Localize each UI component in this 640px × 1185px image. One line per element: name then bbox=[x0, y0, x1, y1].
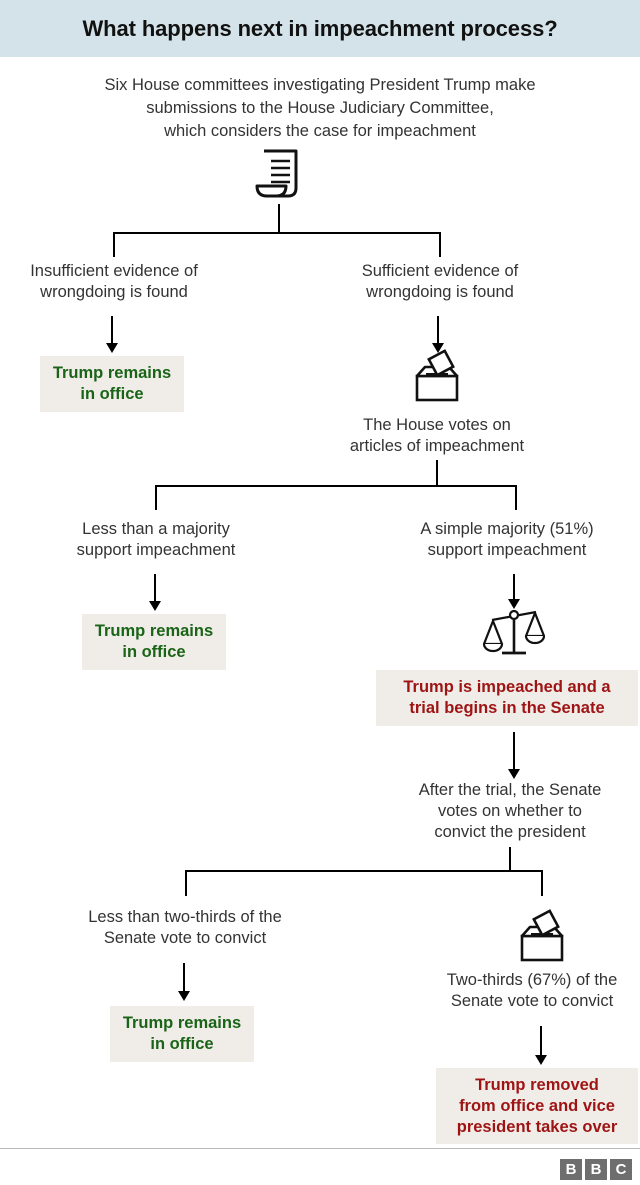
arrow-to-ballot-house bbox=[432, 316, 444, 353]
node-less-than-majority: Less than a majority support impeachment bbox=[76, 520, 236, 559]
connector-drop-1-right bbox=[439, 232, 441, 257]
connector-stem-1 bbox=[278, 204, 280, 233]
bbc-logo-letter-1: B bbox=[560, 1159, 582, 1180]
node-sufficient-evidence: Sufficient evidence of wrongdoing is fou… bbox=[361, 262, 519, 301]
node-simple-majority: A simple majority (51%) support impeachm… bbox=[420, 520, 594, 559]
page-title: What happens next in impeachment process… bbox=[82, 15, 558, 41]
scales-of-justice-icon bbox=[482, 604, 546, 662]
node-two-thirds: Two-thirds (67%) of the Senate vote to c… bbox=[446, 971, 618, 1010]
node-after-trial: After the trial, the Senate votes on whe… bbox=[418, 781, 602, 841]
connector-stem-3 bbox=[509, 847, 511, 872]
connector-drop-2-left bbox=[155, 485, 157, 510]
connector-bar-2 bbox=[155, 485, 517, 487]
outcome-trump-remains-2: Trump remains in office bbox=[82, 614, 226, 670]
arrow-to-removed bbox=[535, 1026, 547, 1065]
bbc-logo-letter-3: C bbox=[610, 1159, 632, 1180]
node-insufficient-evidence: Insufficient evidence of wrongdoing is f… bbox=[30, 262, 198, 301]
arrow-to-remains-3 bbox=[178, 963, 190, 1001]
outcome-trump-removed: Trump removed from office and vice presi… bbox=[436, 1068, 638, 1144]
header-bar bbox=[0, 0, 640, 57]
ballot-box-icon bbox=[406, 348, 468, 404]
connector-drop-3-right bbox=[541, 870, 543, 896]
arrow-to-after-trial bbox=[508, 732, 520, 779]
connector-bar-1 bbox=[113, 232, 441, 234]
arrow-to-remains-1 bbox=[106, 316, 118, 353]
node-less-than-two-thirds: Less than two-thirds of the Senate vote … bbox=[88, 908, 282, 947]
document-scroll-icon bbox=[252, 148, 308, 202]
connector-drop-1-left bbox=[113, 232, 115, 257]
outcome-trump-remains-1: Trump remains in office bbox=[40, 356, 184, 412]
footer-divider bbox=[0, 1148, 640, 1149]
outcome-trump-remains-3: Trump remains in office bbox=[110, 1006, 254, 1062]
arrow-to-remains-2 bbox=[149, 574, 161, 611]
outcome-trump-impeached: Trump is impeached and a trial begins in… bbox=[376, 670, 638, 726]
bbc-logo: B B C bbox=[560, 1159, 632, 1180]
connector-drop-2-right bbox=[515, 485, 517, 510]
node-house-votes: The House votes on articles of impeachme… bbox=[349, 416, 525, 455]
connector-drop-3-left bbox=[185, 870, 187, 896]
connector-stem-2 bbox=[436, 460, 438, 486]
arrow-to-scales bbox=[508, 574, 520, 609]
bbc-logo-letter-2: B bbox=[585, 1159, 607, 1180]
intro-text: Six House committees investigating Presi… bbox=[104, 76, 536, 140]
ballot-box-icon-senate bbox=[511, 908, 573, 964]
connector-bar-3 bbox=[185, 870, 543, 872]
